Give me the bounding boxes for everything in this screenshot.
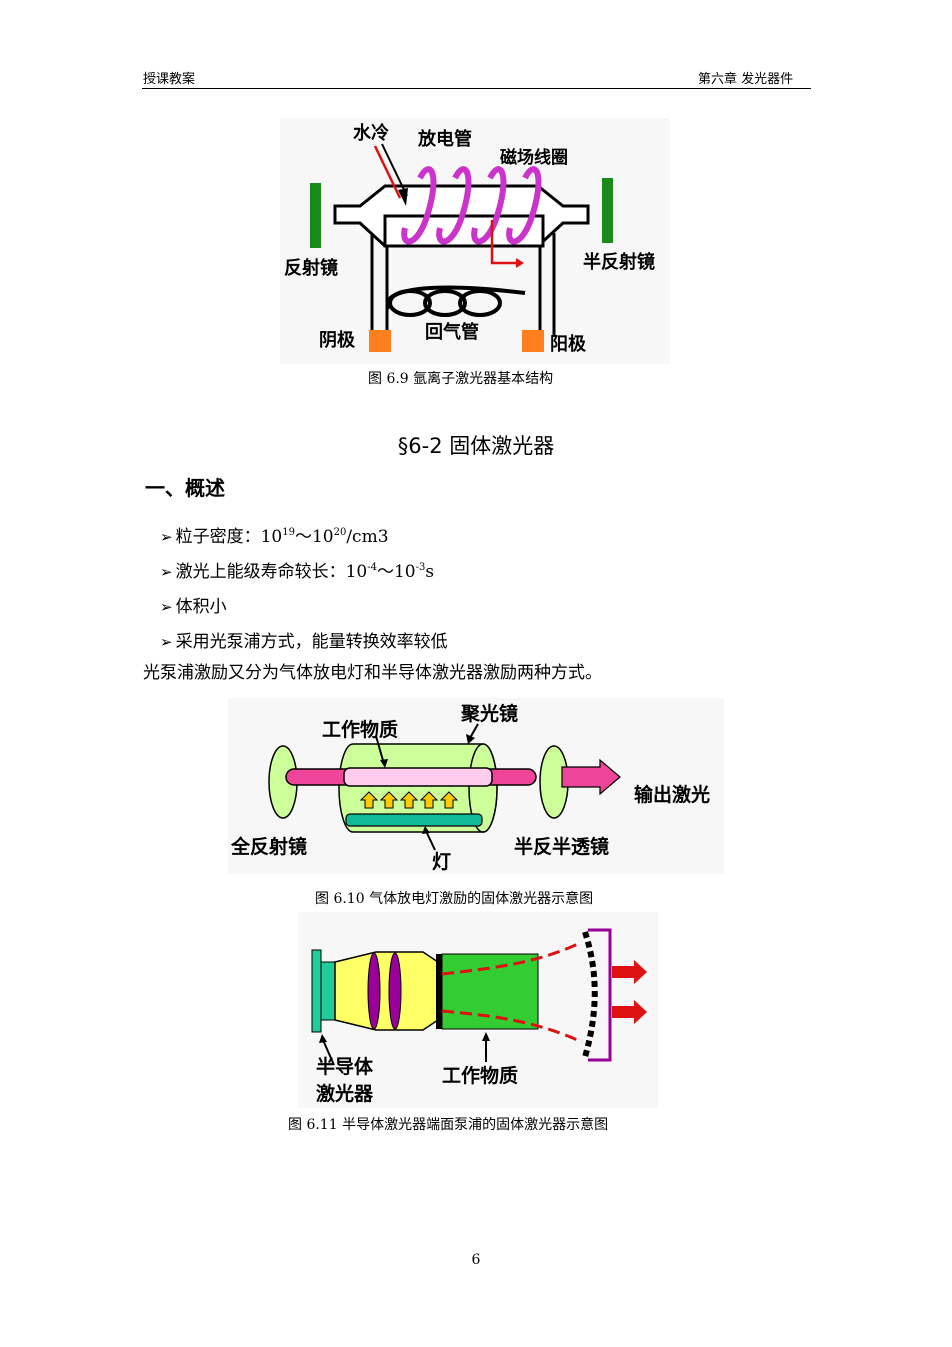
label-cathode: 阴极 xyxy=(319,330,356,351)
reflector-mirror xyxy=(310,183,321,248)
label-return-tube: 回气管 xyxy=(425,321,479,343)
section-title: §6-2 固体激光器 xyxy=(397,434,555,458)
label-output-laser: 输出激光 xyxy=(634,783,710,806)
magnet-coil xyxy=(401,166,542,245)
label-magnet-coil: 磁场线圈 xyxy=(500,147,568,168)
bullet-particle-density: ➢粒子密度：1019～1020/cm3 xyxy=(160,527,389,547)
output-arrow-2 xyxy=(612,1000,647,1024)
caption-fig-6-11: 图 6.11 半导体激光器端面泵浦的固体激光器示意图 xyxy=(288,1117,609,1133)
semiconductor-laser-block xyxy=(311,949,322,1033)
output-arrow xyxy=(561,758,621,796)
label-semiconductor-1: 半导体 xyxy=(316,1055,374,1078)
diode-pumped-laser-diagram: 半导体 激光器 工作物质 xyxy=(298,912,658,1108)
label-condenser: 聚光镜 xyxy=(460,702,518,725)
paragraph-pump-types: 光泵浦激励又分为气体放电灯和半导体激光器激励两种方式。 xyxy=(143,663,602,683)
label-semiconductor-2: 激光器 xyxy=(316,1082,374,1105)
output-arrow-1 xyxy=(612,960,647,984)
anode-electrode xyxy=(522,330,544,352)
label-lamp: 灯 xyxy=(432,851,451,873)
header-rule xyxy=(142,88,811,89)
bullet-arrow-icon: ➢ xyxy=(160,598,173,616)
caption-fig-6-10: 图 6.10 气体放电灯激励的固体激光器示意图 xyxy=(315,891,594,907)
lamp-bar xyxy=(345,813,483,827)
bullet-volume: ➢体积小 xyxy=(160,597,227,617)
output-mirror xyxy=(582,931,598,1058)
label-half-reflector: 半反射镜 xyxy=(583,251,655,273)
label-working-medium-2: 工作物质 xyxy=(442,1064,518,1087)
label-discharge-tube: 放电管 xyxy=(417,128,472,150)
lamp-pumped-laser-diagram: 聚光镜 工作物质 输出激光 全反射镜 半反半透镜 灯 xyxy=(228,698,724,874)
argon-laser-diagram: 水冷 放电管 磁场线圈 反射镜 半反射镜 阴极 回气管 阳极 xyxy=(280,118,670,364)
label-half-mirror: 半反半透镜 xyxy=(514,835,609,858)
label-reflector: 反射镜 xyxy=(284,257,338,279)
bullet-arrow-icon: ➢ xyxy=(160,633,173,651)
working-medium-block xyxy=(441,953,539,1030)
label-anode: 阳极 xyxy=(550,334,587,355)
label-working-medium: 工作物质 xyxy=(322,718,398,741)
lens-1 xyxy=(367,952,381,1030)
half-reflector-mirror xyxy=(602,178,613,243)
header-left: 授课教案 xyxy=(143,72,196,87)
bullet-pump-mode: ➢采用光泵浦方式，能量转换效率较低 xyxy=(160,632,448,652)
bullet-arrow-icon: ➢ xyxy=(160,563,173,581)
bullet-lifetime: ➢激光上能级寿命较长：10-4～10-3s xyxy=(160,562,435,582)
label-full-mirror: 全反射镜 xyxy=(230,835,307,858)
page-number: 6 xyxy=(471,1252,481,1268)
bullet-arrow-icon: ➢ xyxy=(160,528,173,546)
cathode-electrode xyxy=(369,330,391,352)
lens-2 xyxy=(388,952,402,1030)
lens-housing xyxy=(334,951,439,1031)
header-right: 第六章 发光器件 xyxy=(698,72,794,87)
caption-fig-6-9: 图 6.9 氩离子激光器基本结构 xyxy=(368,371,554,387)
return-tube-coils xyxy=(385,285,526,317)
heading-overview: 一、概述 xyxy=(145,476,225,500)
label-water-cool: 水冷 xyxy=(353,122,389,144)
pump-arrows xyxy=(359,791,459,809)
